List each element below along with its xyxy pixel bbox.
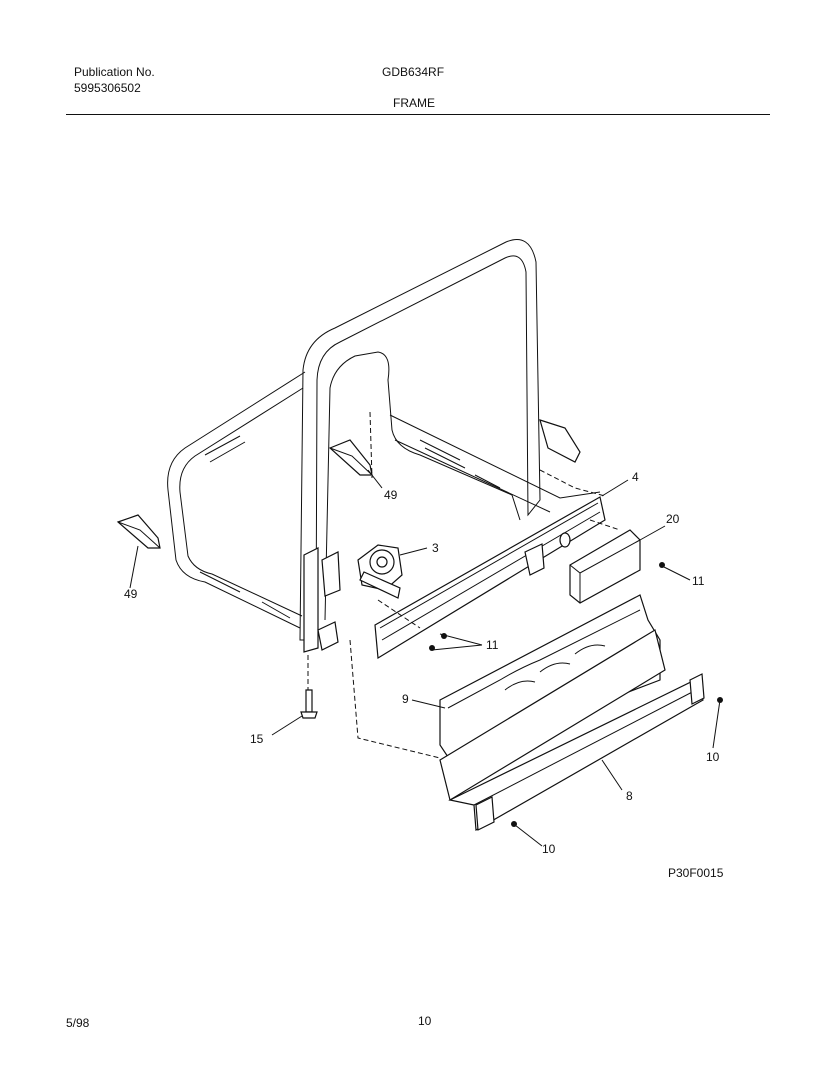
part-20-bracket <box>569 529 641 604</box>
part-49-legs <box>116 439 373 549</box>
left-post-bracket <box>303 547 341 653</box>
callout-20: 20 <box>666 512 680 526</box>
callout-10-bottom: 10 <box>542 842 556 856</box>
callout-49-rear: 49 <box>384 488 398 502</box>
frame-assembly <box>167 239 601 641</box>
callouts: 4 20 3 11 11 49 49 9 10 8 10 15 <box>124 470 720 856</box>
model-number: GDB634RF <box>382 65 445 79</box>
part-8-panel <box>439 629 705 831</box>
header-rule <box>66 114 770 115</box>
callout-11-right: 11 <box>692 574 705 588</box>
callout-3: 3 <box>432 541 439 555</box>
part-3-valve <box>357 544 403 599</box>
publication-number: 5995306502 <box>74 81 141 95</box>
callout-8: 8 <box>626 789 633 803</box>
callout-10-right: 10 <box>706 750 720 764</box>
leader-lines <box>129 469 721 847</box>
fasteners <box>429 562 723 827</box>
callout-11-left: 11 <box>486 638 499 652</box>
alignment-lines <box>307 411 621 759</box>
publication-label: Publication No. <box>74 65 155 79</box>
part-15-screw <box>300 689 318 719</box>
diagram-code: P30F0015 <box>668 866 724 880</box>
part-4-rail <box>374 496 606 660</box>
callout-15: 15 <box>250 732 264 746</box>
callout-49-front: 49 <box>124 587 138 601</box>
callout-4: 4 <box>632 470 639 484</box>
section-title: FRAME <box>393 96 435 110</box>
footer-date: 5/98 <box>66 1016 90 1030</box>
page-number: 10 <box>418 1014 432 1028</box>
callout-9: 9 <box>402 692 409 706</box>
